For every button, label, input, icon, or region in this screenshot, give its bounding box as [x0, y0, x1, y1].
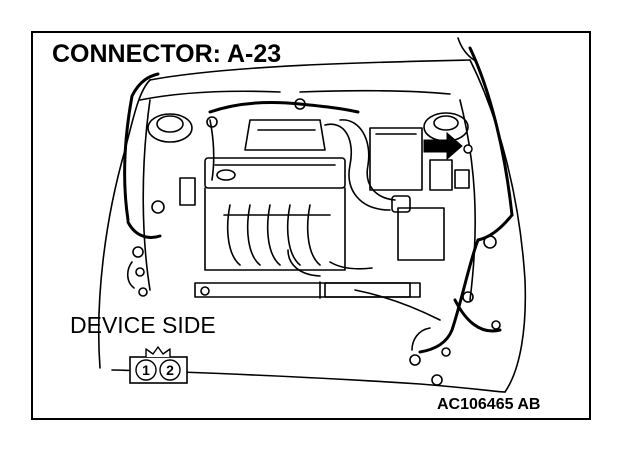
- arrow-right-icon: [423, 131, 463, 161]
- two-pin-connector-icon: 1 2: [129, 346, 188, 384]
- right-fender-line: [469, 59, 527, 393]
- connector-pin-1: 1: [142, 362, 150, 378]
- diagram-frame: [31, 31, 591, 420]
- reference-code: AC106465 AB: [437, 396, 541, 413]
- hood-top-line: [149, 59, 471, 81]
- left-harness: [123, 72, 160, 222]
- device-side-label: DEVICE SIDE: [70, 312, 216, 338]
- connector-location-marker: [463, 144, 473, 154]
- connector-pin-2: 2: [166, 362, 174, 378]
- right-harness: [468, 46, 514, 217]
- connector-title: CONNECTOR: A-23: [52, 40, 282, 68]
- left-fender-line: [97, 79, 151, 369]
